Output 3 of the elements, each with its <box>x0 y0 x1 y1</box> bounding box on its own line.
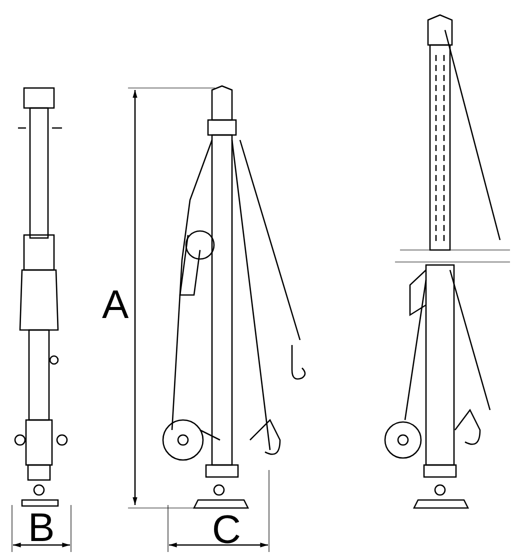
dimension-label: B <box>28 508 55 548</box>
dimension-label: C <box>212 510 241 550</box>
dimension-label: A <box>102 285 129 325</box>
